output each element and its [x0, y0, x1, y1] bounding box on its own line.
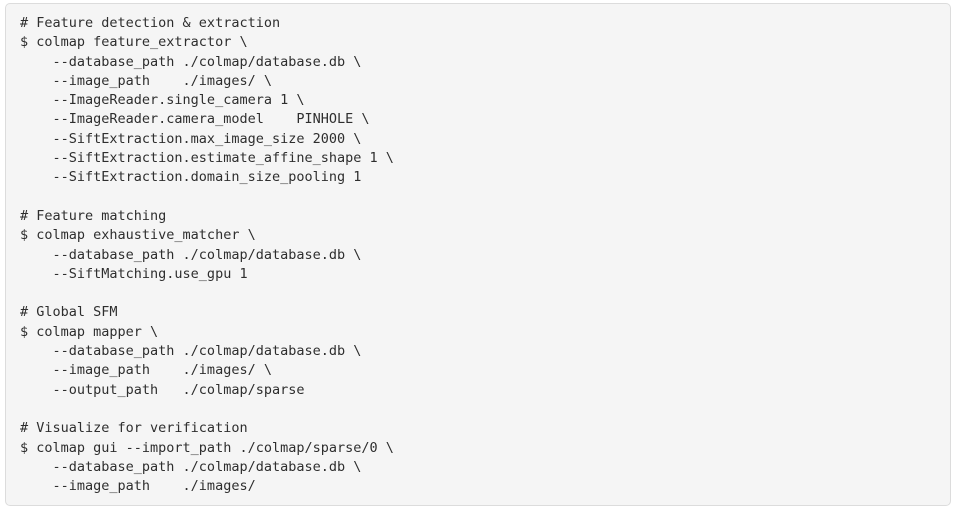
code-content: # Feature detection & extraction $ colma… [20, 15, 394, 495]
code-block: # Feature detection & extraction $ colma… [5, 3, 951, 506]
